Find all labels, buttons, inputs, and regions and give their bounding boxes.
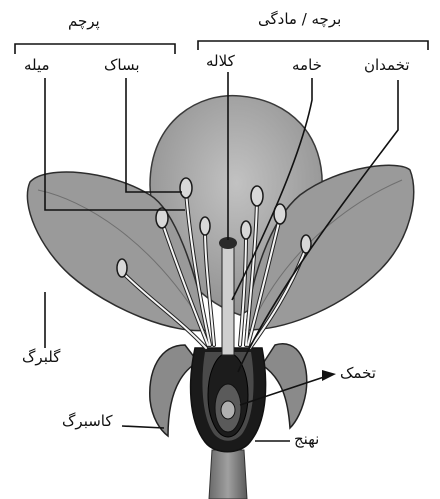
stamen-group-label: پرچم bbox=[68, 14, 100, 29]
ovule-label: تخمک bbox=[340, 366, 376, 381]
ovule bbox=[221, 401, 235, 419]
sepal-label: کاسبرگ bbox=[62, 414, 113, 429]
filament-label: میله bbox=[24, 58, 50, 73]
stigma-label: کلاله bbox=[206, 54, 235, 69]
stamen-bracket bbox=[15, 44, 175, 54]
style-label: خامه bbox=[292, 58, 322, 73]
anther-label: بساک bbox=[104, 58, 140, 73]
petal-label: گلبرگ bbox=[22, 350, 60, 365]
right-sepal bbox=[262, 344, 307, 428]
pistil-bracket bbox=[198, 41, 428, 50]
sepal-leader bbox=[122, 426, 164, 428]
pistil-group-label: برچه / مادگی bbox=[258, 12, 341, 27]
ovary-label: تخمدان bbox=[364, 58, 410, 73]
stem bbox=[209, 450, 247, 499]
receptacle-label: نهنج bbox=[294, 432, 319, 447]
